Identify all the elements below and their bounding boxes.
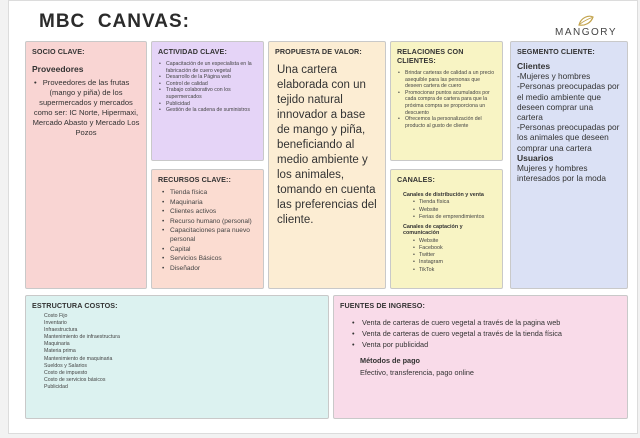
list-item: Servicios Básicos <box>158 255 257 264</box>
actividad-clave-heading: ACTIVIDAD CLAVE: <box>158 47 227 56</box>
business-model-canvas: MBC CANVAS: MANGORY SOCIO CLAVE: Proveed… <box>8 0 638 434</box>
list-item: Venta por publicidad <box>340 340 621 351</box>
propuesta-valor-heading: PROPUESTA DE VALOR: <box>275 47 362 56</box>
list-item: Trabajo colaborativo con los supermercad… <box>158 87 257 100</box>
list-item: Publicidad <box>158 101 257 108</box>
segmento-cliente-content: Clientes -Mujeres y hombres -Personas pr… <box>517 61 621 183</box>
list-item: Ofrecemos la personalización del product… <box>397 116 496 129</box>
list-item: Desarrollo de la Página web <box>158 74 257 81</box>
recursos-clave-list: Tienda física Maquinaria Clientes activo… <box>158 189 257 273</box>
canales-distribucion-list: Tienda física Website Ferias de emprendi… <box>397 199 496 221</box>
list-item: Maquinaria <box>158 199 257 208</box>
list-item: Instagram <box>397 259 496 266</box>
estructura-costos-heading: ESTRUCTURA COSTOS: <box>32 301 118 310</box>
list-item: •Proveedores de las frutas (mango y piña… <box>32 78 140 137</box>
list-item: Capital <box>158 246 257 255</box>
segmento-cliente-heading: SEGMENTO CLIENTE: <box>517 47 595 56</box>
fuentes-ingreso-list: Venta de carteras de cuero vegetal a tra… <box>340 318 621 350</box>
canales-distribucion-heading: Canales de distribución y venta <box>403 192 484 198</box>
list-item: Website <box>397 238 496 245</box>
list-item: Sueldos y Salarios <box>44 362 87 369</box>
list-item: Mantenimiento de infraestructura <box>44 334 120 341</box>
list-item: Materia prima <box>44 348 76 355</box>
list-item: Venta de carteras de cuero vegetal a tra… <box>340 318 621 329</box>
segmento-cliente-block: SEGMENTO CLIENTE: Clientes -Mujeres y ho… <box>510 41 628 289</box>
list-item: Capacitaciones para nuevo personal <box>158 227 257 244</box>
canales-block: CANALES: Canales de distribución y venta… <box>390 169 503 289</box>
recursos-clave-heading: RECURSOS CLAVE:: <box>158 175 231 184</box>
propuesta-valor-text: Una cartera elaborada con un tejido natu… <box>277 64 377 226</box>
socio-clave-block: SOCIO CLAVE: Proveedores •Proveedores de… <box>25 41 147 289</box>
actividad-clave-block: ACTIVIDAD CLAVE: Capacitación de un espe… <box>151 41 264 161</box>
list-item: Ferias de emprendimientos <box>397 214 496 221</box>
recursos-clave-block: RECURSOS CLAVE:: Tienda física Maquinari… <box>151 169 264 289</box>
canvas-title: MBC CANVAS: <box>39 11 190 32</box>
clientes-item: -Mujeres y hombres <box>517 71 591 82</box>
list-item: Inventario <box>44 320 67 327</box>
list-item: Mantenimiento de maquinaria <box>44 355 113 362</box>
usuarios-label: Usuarios <box>517 152 554 163</box>
actividad-clave-list: Capacitación de un especialista en la fa… <box>158 61 257 114</box>
list-item: TikTok <box>397 267 496 274</box>
canales-captacion-heading: Canales de captación y comunicación <box>403 224 463 237</box>
list-item: Website <box>397 207 496 214</box>
list-item: Publicidad <box>44 383 68 390</box>
clientes-item: -Personas preocupadas por los animales q… <box>517 122 620 153</box>
clientes-label: Clientes <box>517 61 551 71</box>
fuentes-ingreso-heading: FUENTES DE INGRESO: <box>340 301 425 310</box>
socio-clave-heading: SOCIO CLAVE: <box>32 47 85 56</box>
relaciones-clientes-list: Brindar carteras de calidad a un precio … <box>397 70 496 129</box>
list-item: Maquinaria <box>44 341 70 348</box>
fuentes-ingreso-block: FUENTES DE INGRESO: Venta de carteras de… <box>333 295 628 419</box>
list-item: Costo Fijo <box>44 313 68 319</box>
list-item: Twitter <box>397 252 496 259</box>
list-item: Gestión de la cadena de suministros <box>158 107 257 114</box>
canales-captacion-list: Website Facebook Twitter Instagram TikTo… <box>397 238 496 274</box>
list-item: Costo de servicios básicos <box>44 376 106 383</box>
list-item: Recurso humano (personal) <box>158 218 257 227</box>
propuesta-valor-block: PROPUESTA DE VALOR: Una cartera elaborad… <box>268 41 386 289</box>
estructura-costos-block: ESTRUCTURA COSTOS: Costo Fijo Inventario… <box>25 295 329 419</box>
metodos-pago-text: Efectivo, transferencia, pago online <box>360 368 474 378</box>
list-item: Venta de carteras de cuero vegetal a tra… <box>340 329 621 340</box>
list-item: Costo de impuesto <box>44 369 88 376</box>
list-item: Tienda física <box>158 189 257 198</box>
list-item: Capacitación de un especialista en la fa… <box>158 61 257 74</box>
logo-text: MANGORY <box>555 27 617 38</box>
list-item: Control de calidad <box>158 81 257 88</box>
canales-heading: CANALES: <box>397 175 435 184</box>
relaciones-clientes-block: RELACIONES CON CLIENTES: Brindar cartera… <box>390 41 503 161</box>
relaciones-clientes-heading: RELACIONES CON CLIENTES: <box>397 47 464 65</box>
mangory-logo: MANGORY <box>549 15 623 41</box>
clientes-item: -Personas preocupadas por el medio ambie… <box>517 81 620 123</box>
estructura-costos-list: Costo Fijo Inventario Infraestructura Ma… <box>32 313 322 391</box>
socio-clave-subheading: Proveedores <box>32 64 84 74</box>
metodos-pago-label: Métodos de pago <box>360 356 420 366</box>
list-item: Facebook <box>397 245 496 252</box>
list-item: Infraestructura <box>44 327 78 334</box>
list-item: Promocionar puntos acumulados por cada c… <box>397 90 496 116</box>
usuarios-text: Mujeres y hombres interesados por la mod… <box>517 163 607 184</box>
socio-clave-list: •Proveedores de las frutas (mango y piña… <box>32 78 140 138</box>
mango-leaf-icon <box>578 15 594 26</box>
list-item: Brindar carteras de calidad a un precio … <box>397 70 496 90</box>
list-item: Diseñador <box>158 265 257 274</box>
list-item: Clientes activos <box>158 208 257 217</box>
list-item: Tienda física <box>397 199 496 206</box>
